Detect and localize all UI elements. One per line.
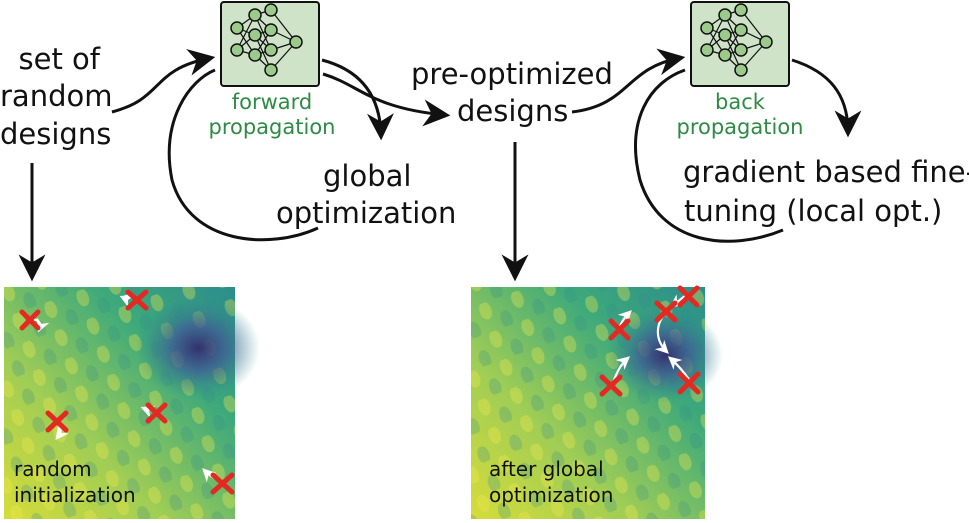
- nn-forward-box: [220, 1, 320, 87]
- arrow-to-back: [571, 48, 686, 114]
- label-back: back: [715, 90, 765, 114]
- label-propagation-back: propagation: [676, 115, 804, 139]
- red-cross-marker: [19, 309, 41, 331]
- loop-global: [167, 68, 319, 242]
- label-forward: forward: [231, 90, 313, 114]
- nn-back-box: [690, 1, 790, 87]
- label-random: random: [0, 79, 113, 113]
- red-cross-marker: [599, 374, 623, 397]
- label-gradient-line1: gradient based fine-: [683, 155, 969, 189]
- arrow-forward-down: [321, 58, 394, 141]
- arrow-back-down: [791, 58, 862, 138]
- label-designs-mid: designs: [457, 94, 569, 128]
- red-cross-marker: [608, 318, 631, 341]
- red-cross-marker: [45, 410, 69, 433]
- red-cross-marker: [125, 289, 149, 311]
- red-cross-marker: [145, 402, 168, 424]
- label-global: global: [323, 159, 412, 193]
- red-cross-marker: [210, 472, 235, 495]
- label-panel2-line1: after global: [489, 457, 604, 481]
- label-set-of: set of: [18, 42, 101, 76]
- arrow-to-forward: [111, 49, 216, 114]
- label-panel1-line1: random: [14, 457, 92, 481]
- label-optimization: optimization: [276, 196, 457, 230]
- red-cross-marker: [677, 285, 700, 308]
- label-gradient-line2: tuning (local opt.): [684, 194, 943, 228]
- label-designs-left: designs: [0, 117, 112, 151]
- label-propagation-forward: propagation: [208, 115, 336, 139]
- red-cross-marker: [677, 371, 701, 395]
- loop-local: [634, 68, 784, 243]
- label-panel1-line2: initialization: [14, 483, 136, 507]
- arrow-to-preopt: [322, 72, 451, 127]
- red-cross-marker: [654, 300, 678, 323]
- label-panel2-line2: optimization: [489, 483, 614, 507]
- landscape-panel-global: [471, 285, 723, 519]
- landscape-panel-random: [4, 287, 260, 519]
- label-pre-optimized: pre-optimized: [411, 57, 613, 91]
